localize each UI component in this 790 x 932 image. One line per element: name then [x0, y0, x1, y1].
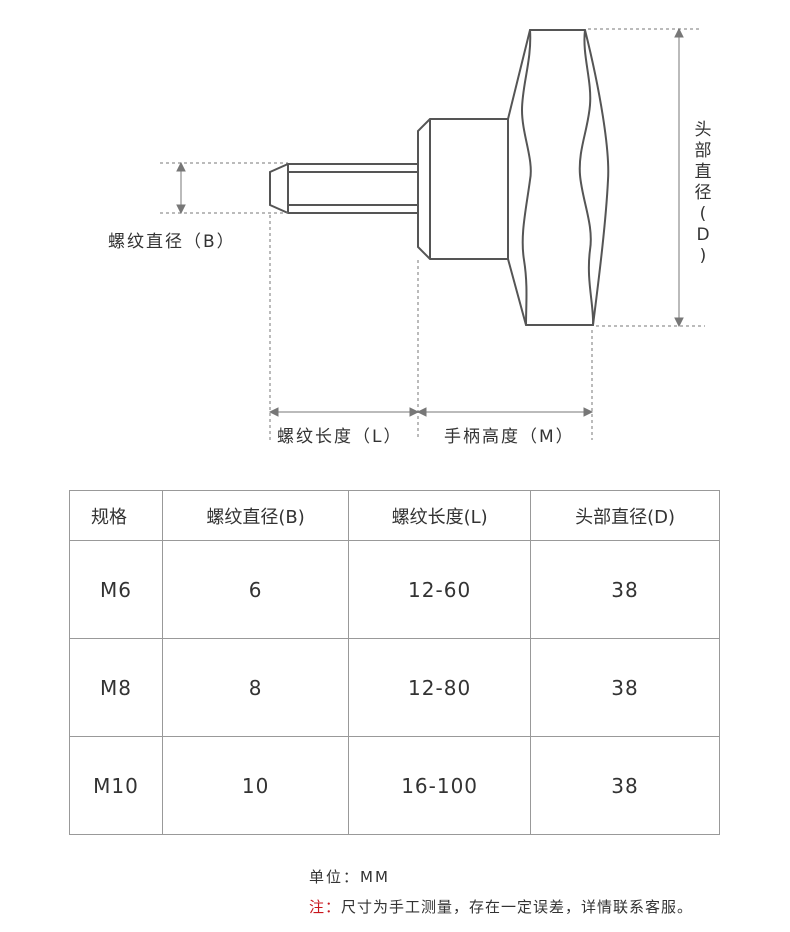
- cell-thread-diameter: 8: [161, 638, 350, 737]
- thread-length-label: 螺纹长度（L）: [277, 427, 403, 447]
- thread-diameter-label: 螺纹直径（B）: [108, 232, 236, 252]
- cell-head-diameter: 38: [530, 736, 720, 835]
- cell-thread-diameter: 10: [161, 736, 350, 835]
- screw-outline: [269, 29, 610, 326]
- cell-spec: M6: [69, 540, 163, 639]
- spec-table: 规格 螺纹直径(B) 螺纹长度(L) 头部直径(D) M6 6 12-60 38…: [69, 490, 720, 835]
- note-mark: 注：: [309, 898, 342, 916]
- cell-spec: M8: [69, 638, 163, 737]
- cell-thread-length: 16-100: [348, 736, 532, 835]
- cell-thread-diameter: 6: [161, 540, 350, 639]
- handle-height-label: 手柄高度（M）: [444, 427, 575, 447]
- t-handle-screw-diagram: [160, 27, 705, 440]
- header-thread-diameter: 螺纹直径(B): [161, 490, 350, 541]
- table-row: M10 10 16-100 38: [69, 736, 720, 835]
- cell-head-diameter: 38: [530, 638, 720, 737]
- table-row: M6 6 12-60 38: [69, 540, 720, 639]
- head-diameter-label: 头 部 直 径 ( D ): [694, 120, 712, 266]
- header-spec: 规格: [69, 490, 163, 541]
- cell-thread-length: 12-80: [348, 638, 532, 737]
- extension-lines: [160, 28, 705, 440]
- cell-head-diameter: 38: [530, 540, 720, 639]
- dimension-arrows: [176, 27, 684, 417]
- note-text: 尺寸为手工测量，存在一定误差，详情联系客服。: [341, 898, 694, 916]
- unit-note: 单位：MM: [309, 868, 390, 886]
- header-thread-length: 螺纹长度(L): [348, 490, 532, 541]
- disclaimer-note: 注：尺寸为手工测量，存在一定误差，详情联系客服。: [309, 896, 693, 917]
- table-row: M8 8 12-80 38: [69, 638, 720, 737]
- header-head-diameter: 头部直径(D): [530, 490, 720, 541]
- cell-spec: M10: [69, 736, 163, 835]
- table-header-row: 规格 螺纹直径(B) 螺纹长度(L) 头部直径(D): [69, 490, 720, 541]
- cell-thread-length: 12-60: [348, 540, 532, 639]
